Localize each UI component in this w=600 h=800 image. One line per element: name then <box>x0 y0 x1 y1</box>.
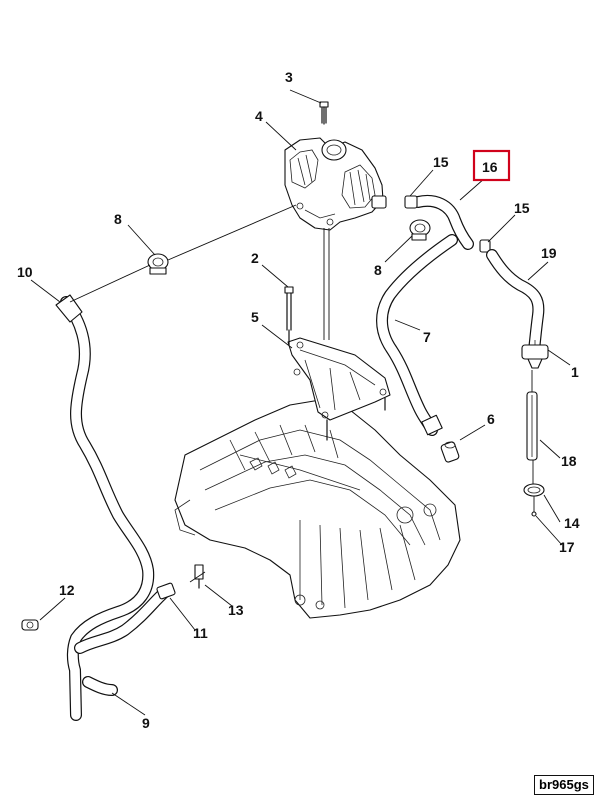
callout-15-upper: 15 <box>433 154 449 170</box>
callout-8-left: 8 <box>114 211 122 227</box>
clip-15-upper <box>404 195 418 209</box>
callout-5: 5 <box>251 309 259 325</box>
bolt-2 <box>284 286 294 346</box>
hose-19 <box>486 249 545 356</box>
highlight-box-16 <box>472 149 511 182</box>
callout-10: 10 <box>17 264 33 280</box>
callout-14: 14 <box>564 515 580 531</box>
fitting-6 <box>440 441 460 463</box>
hose-11 <box>74 582 176 654</box>
callout-7: 7 <box>423 329 431 345</box>
bracket <box>287 337 391 441</box>
callout-9: 9 <box>142 715 150 731</box>
callout-18: 18 <box>561 453 577 469</box>
callout-11: 11 <box>193 625 208 641</box>
o-ring-14 <box>523 483 545 497</box>
callout-19: 19 <box>541 245 557 261</box>
callout-3: 3 <box>285 69 293 85</box>
callout-12: 12 <box>59 582 75 598</box>
clip-15-lower <box>479 239 491 253</box>
callout-16: 16 <box>482 159 498 175</box>
reference-code: br965gs <box>534 775 594 795</box>
callout-8-right: 8 <box>374 262 382 278</box>
hose-16 <box>412 195 474 250</box>
callout-15-lower: 15 <box>514 200 530 216</box>
plug-17 <box>531 511 537 517</box>
fitting-13 <box>189 564 206 589</box>
valve-body <box>284 137 387 231</box>
pcv-valve <box>521 340 549 369</box>
callout-17: 17 <box>559 539 575 555</box>
sensor-12 <box>21 619 39 631</box>
callout-1: 1 <box>571 364 579 380</box>
clamp-8-left <box>147 253 169 275</box>
intake-manifold <box>174 399 461 619</box>
hose-10 <box>55 294 155 721</box>
clamp-8-right <box>409 219 431 241</box>
callout-6: 6 <box>487 411 495 427</box>
callout-2: 2 <box>251 250 259 266</box>
elbow-9 <box>82 676 118 696</box>
callout-13: 13 <box>228 602 244 618</box>
tube-18 <box>526 391 538 461</box>
callout-4: 4 <box>255 108 263 124</box>
hose-7 <box>376 234 458 436</box>
bolt-3 <box>319 101 329 125</box>
